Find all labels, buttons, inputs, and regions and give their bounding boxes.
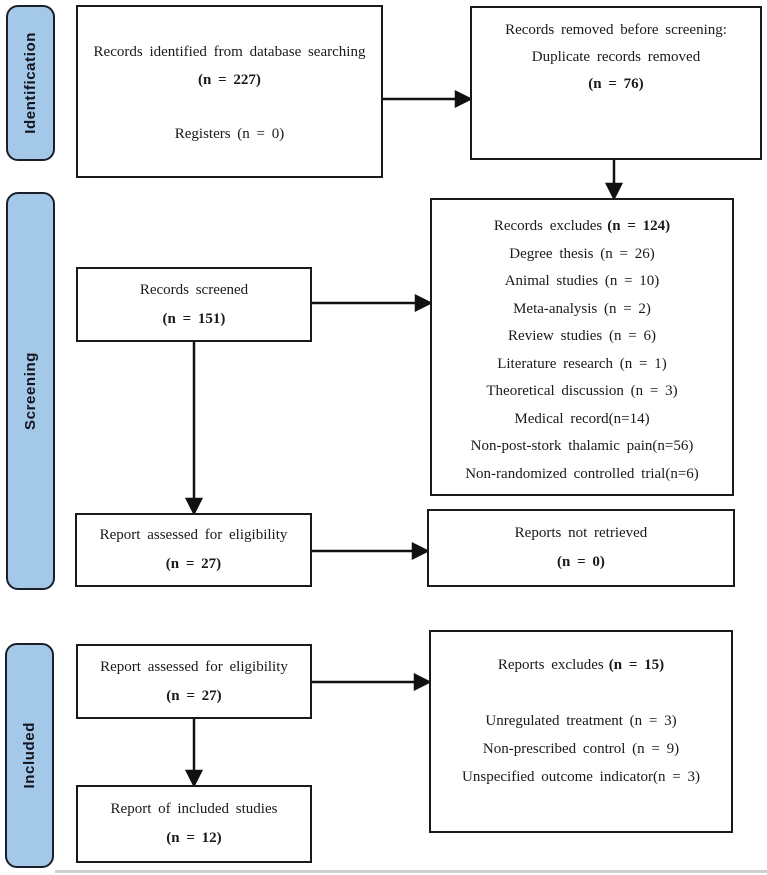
arrowhead-screened-to-assessed	[184, 497, 204, 516]
records-removed-title: Records removed before screening:	[505, 22, 727, 38]
reports-not-retrieved-title: Reports not retrieved	[514, 525, 648, 541]
arrowhead-screened-to-excluded	[414, 293, 433, 313]
arrowhead-assessed2-to-included	[184, 769, 204, 788]
records-identified-title: Records identified from database searchi…	[93, 44, 366, 60]
box-records-removed: Records removed before screening: Duplic…	[470, 6, 762, 160]
exclusion-item: Literature research (n = 1)	[497, 355, 667, 372]
exclusion-item: Unregulated treatment (n = 3)	[485, 713, 677, 729]
exclusion-item: Non-prescribed control (n = 9)	[482, 741, 680, 757]
box-records-identified: Records identified from database searchi…	[76, 5, 383, 178]
exclusion-item: Theoretical discussion (n = 3)	[486, 383, 678, 399]
reports-excluded-title-line: Reports excludes(n = 15)	[431, 651, 731, 679]
reports-excluded-title: Reports excludes	[497, 657, 604, 673]
arrowhead-assessed2-to-reports-excluded	[413, 672, 432, 692]
records-excluded-title: Records excludes	[493, 218, 603, 234]
box-reports-assessed: Report assessed for eligibility (n = 27)	[75, 513, 312, 587]
stage-screening: Screening	[6, 192, 55, 590]
exclusion-item: Animal studies (n = 10)	[504, 273, 660, 289]
reports-not-retrieved-count: (n = 0)	[557, 554, 605, 570]
records-excluded-title-line: Records excludes(n = 124)	[432, 213, 732, 241]
page-edge-shadow	[55, 870, 767, 873]
exclusion-item: Degree thesis (n = 26)	[509, 245, 655, 262]
registers-count: Registers (n = 0)	[174, 126, 285, 142]
stage-identification-label: Identification	[22, 32, 39, 134]
box-records-screened: Records screened (n = 151)	[76, 267, 312, 342]
box-included-studies: Report of included studies (n = 12)	[76, 785, 312, 863]
box-reports-excluded: Reports excludes(n = 15) Unregulated tre…	[429, 630, 733, 833]
reports-assessed-2-count: (n = 27)	[166, 687, 222, 704]
stage-included-label: Included	[21, 722, 38, 789]
box-records-excluded: Records excludes(n = 124) Degree thesis …	[430, 198, 734, 496]
records-removed-subtitle: Duplicate records removed	[531, 49, 701, 65]
exclusion-item: Non-randomized controlled trial(n=6)	[465, 465, 699, 482]
reports-assessed-title: Report assessed for eligibility	[99, 527, 288, 543]
records-screened-count: (n = 151)	[162, 310, 226, 327]
records-screened-title: Records screened	[139, 281, 249, 298]
blank-line	[431, 679, 731, 707]
exclusion-item: Review studies (n = 6)	[508, 328, 656, 344]
exclusion-item: Meta-analysis (n = 2)	[513, 300, 651, 317]
exclusion-item: Non-post-stork thalamic pain(n=56)	[470, 438, 694, 454]
box-reports-assessed-2: Report assessed for eligibility (n = 27)	[76, 644, 312, 719]
included-studies-title: Report of included studies	[110, 801, 278, 817]
stage-identification: Identification	[6, 5, 55, 161]
records-identified-count: (n = 227)	[198, 72, 261, 88]
reports-assessed-count: (n = 27)	[165, 556, 222, 572]
arrowhead-identified-to-removed	[454, 89, 473, 109]
records-excluded-count: (n = 124)	[607, 218, 671, 234]
records-removed-count: (n = 76)	[588, 76, 644, 92]
arrowhead-assessed-to-not-retrieved	[411, 541, 430, 561]
stage-screening-label: Screening	[22, 352, 39, 430]
stage-included: Included	[5, 643, 54, 868]
reports-assessed-2-title: Report assessed for eligibility	[100, 658, 288, 675]
included-studies-count: (n = 12)	[166, 830, 222, 846]
box-reports-not-retrieved: Reports not retrieved (n = 0)	[427, 509, 735, 587]
arrowhead-removed-to-excluded	[604, 182, 624, 201]
reports-excluded-count: (n = 15)	[608, 657, 665, 673]
exclusion-item: Medical record(n=14)	[514, 410, 650, 427]
exclusion-item: Unspecified outcome indicator(n = 3)	[462, 769, 700, 785]
